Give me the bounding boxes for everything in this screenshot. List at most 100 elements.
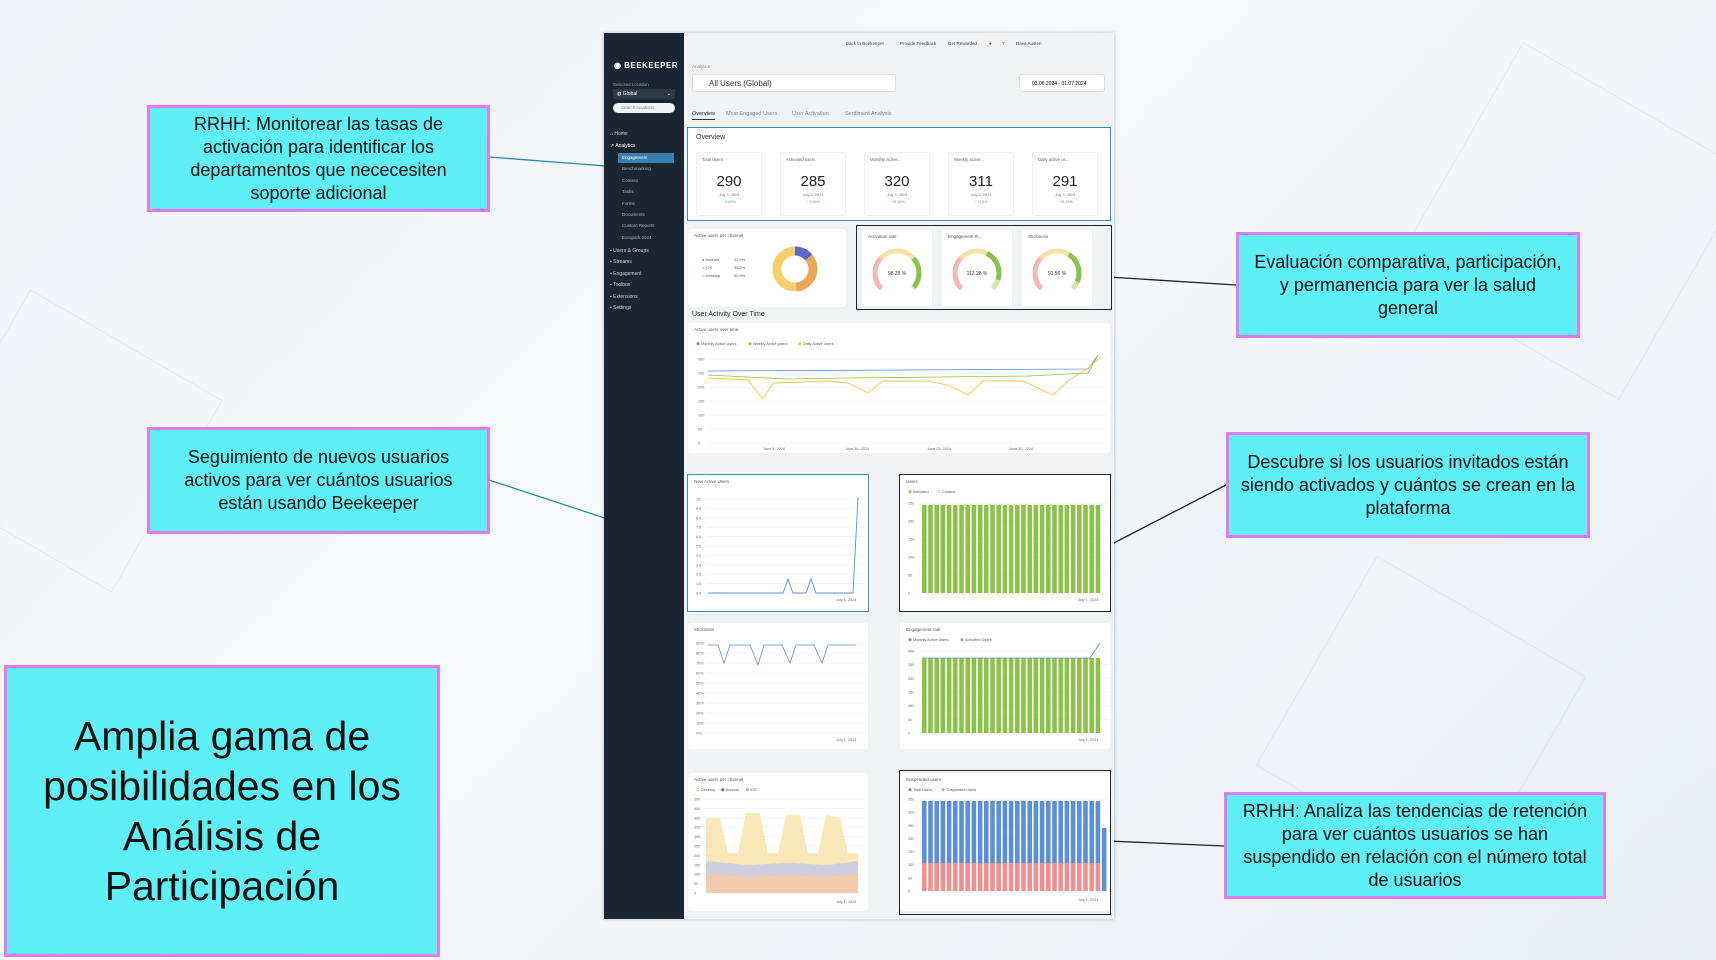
back-link[interactable]: Back to Beekeeper — [846, 41, 885, 46]
y-tick-label: 100 — [694, 873, 700, 877]
y-tick-label: 250 — [694, 845, 700, 849]
menu-icon: ▪ — [610, 270, 614, 277]
engagement-rate-title: Engagement rate — [906, 627, 941, 632]
gauge-value: 98.28 % — [888, 271, 907, 277]
sidebar-item-analytics[interactable]: ↗ Analytics — [610, 141, 635, 151]
gauge-band-low — [872, 255, 884, 291]
series-line-monthly — [707, 354, 1099, 372]
y-tick-label: 200 — [698, 386, 704, 390]
y-tick-label: 150 — [698, 400, 704, 404]
bar — [1058, 658, 1063, 733]
legend-value: 50.9% — [734, 273, 746, 278]
topbar: Back to Beekeeper Provide Feedback Get R… — [684, 33, 1114, 53]
y-tick-label: 350 — [694, 826, 700, 830]
bar — [1095, 658, 1101, 733]
sidebar-subitem[interactable]: Content — [622, 177, 638, 183]
y-tick-label: 6.0 — [696, 535, 701, 539]
tab-most-engaged[interactable]: Most Engaged Users — [726, 111, 778, 117]
bar-total — [1008, 801, 1014, 863]
suspended-highlight — [899, 770, 1111, 915]
y-tick-label: 9.0 — [696, 507, 701, 511]
callout-new-users: Seguimiento de nuevos usuarios activos p… — [147, 427, 490, 534]
bar-suspended — [1070, 863, 1076, 891]
sidebar-subitem[interactable]: Tasks — [622, 189, 634, 195]
tab-overview[interactable]: Overview — [692, 111, 715, 120]
location-search[interactable]: Search locations — [613, 103, 675, 113]
legend-label: iOS — [750, 788, 757, 792]
legend-swatch: ● — [702, 273, 706, 278]
sidebar-item[interactable]: ▪ Users & Groups — [610, 246, 649, 256]
callout-activation: RRHH: Monitorear las tasas de activación… — [147, 105, 490, 212]
sidebar-item-home[interactable]: ⌂ Home — [610, 129, 628, 139]
tab-user-activation[interactable]: User Activation — [792, 111, 829, 117]
bar-suspended — [953, 863, 958, 891]
bar-total — [1070, 801, 1076, 863]
legend-swatch — [937, 490, 941, 494]
y-tick-label: 50 — [698, 428, 702, 432]
sidebar-subitem[interactable]: Forms — [622, 200, 635, 206]
y-tick-label: 10% — [696, 722, 704, 726]
bar-suspended — [996, 863, 1001, 891]
sidebar-subitem[interactable]: Engagement — [618, 153, 674, 163]
bar — [965, 505, 970, 593]
x-tick-label: July 1, 2024 — [836, 738, 856, 742]
feedback-link[interactable]: Provide Feedback — [900, 41, 937, 46]
bar-suspended — [1008, 863, 1014, 891]
bar-total — [996, 801, 1001, 863]
channel-time-title: Active users per channel — [694, 777, 744, 782]
y-tick-label: 300 — [908, 650, 914, 654]
y-tick-label: 50 — [908, 876, 912, 880]
y-tick-label: 3.0 — [696, 563, 701, 567]
sidebar-item-label: Extensions — [613, 293, 638, 300]
sidebar-subitem[interactable]: Europark 2024 — [622, 234, 652, 240]
y-tick-label: 200 — [908, 677, 914, 681]
filter-value: All Users (Global) — [709, 79, 772, 88]
user-menu[interactable]: Dave Austen — [1016, 41, 1042, 46]
bar — [996, 658, 1001, 733]
sidebar-item[interactable]: ▪ Streams — [610, 257, 632, 267]
kpi-date: July 2, 2024 — [1054, 193, 1076, 197]
sidebar-item[interactable]: ▪ Toolbox — [610, 280, 630, 290]
bar — [1064, 658, 1070, 733]
sidebar-subitem[interactable]: Benchmarking — [622, 166, 651, 172]
bar-suspended — [959, 863, 964, 891]
location-value: Global — [622, 91, 638, 97]
menu-icon: ▪ — [610, 305, 614, 311]
y-tick-label: 60% — [696, 672, 704, 676]
bar — [1008, 505, 1014, 593]
activity-card: Active users over time Monthly Active Us… — [688, 323, 1110, 453]
activity-title: User Activity Over Time — [692, 311, 765, 318]
kpi-label: Daily active us... — [1038, 157, 1070, 162]
sidebar-subitem[interactable]: Documents — [622, 212, 645, 217]
beekeeper-logo: ◉ BEEKEEPER — [614, 61, 678, 70]
x-tick-label: July 1, 2024 — [1078, 598, 1098, 602]
location-select[interactable]: ◍ Global⌄ — [613, 89, 675, 99]
gauge-fill — [911, 256, 922, 289]
kpi-date: July 2, 2024 — [718, 193, 740, 197]
legend-swatch — [748, 342, 752, 346]
bar-total — [1064, 801, 1070, 863]
callout-invited: Descubre si los usuarios invitados están… — [1226, 432, 1590, 538]
help-icon[interactable]: ? — [1002, 41, 1005, 46]
breadcrumb: Analytics — [692, 64, 711, 69]
gauge-value: 91.56 % — [1048, 271, 1067, 277]
sidebar-item[interactable]: ▪ Extensions — [610, 292, 638, 302]
legend-label: Desktop — [701, 788, 715, 792]
date-range-picker[interactable]: 03.06.2024 - 01.07.2024 — [1019, 74, 1105, 92]
bar-suspended — [922, 863, 927, 891]
sidebar-subitem[interactable]: Custom Reports — [622, 223, 655, 229]
menu-icon: ▪ — [610, 248, 614, 254]
bar-total — [1089, 801, 1094, 863]
tab-sentiment[interactable]: Sentiment Analysis — [845, 111, 892, 117]
sidebar-item[interactable]: ▪ Engagement — [610, 269, 642, 279]
legend-label: Monthly Active Users — [913, 638, 949, 642]
bar — [928, 505, 933, 593]
rewarded-link[interactable]: Get Rewarded — [948, 41, 978, 46]
sidebar-item[interactable]: ▪ Settings — [610, 303, 631, 313]
bell-icon[interactable]: ● — [989, 41, 992, 46]
kpi-label: Weekly active... — [954, 157, 985, 162]
user-filter-select[interactable]: All Users (Global) — [692, 74, 896, 92]
